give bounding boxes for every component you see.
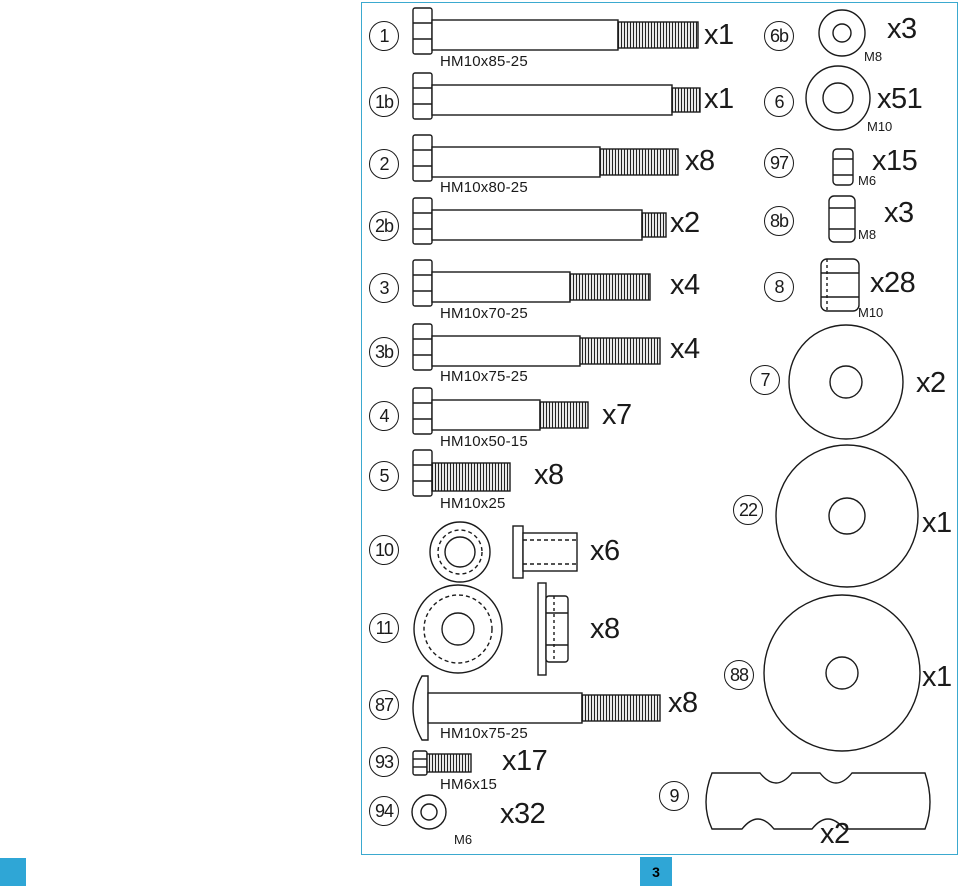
part-number-6: 6 — [764, 87, 794, 117]
size-label-6: M10 — [867, 119, 893, 134]
part-number-4: 4 — [369, 401, 399, 431]
quantity-8b: x3 — [884, 197, 914, 229]
quantity-4: x7 — [602, 399, 632, 431]
washer-11-drawing — [413, 582, 569, 676]
size-label-93: HM6x15 — [440, 776, 498, 793]
part-number-87: 87 — [369, 690, 399, 720]
bolt-3b-drawing — [412, 323, 661, 371]
corner-accent-block — [0, 858, 26, 886]
part-number-11: 11 — [369, 613, 399, 643]
part-number-3: 3 — [369, 273, 399, 303]
part-number-22: 22 — [733, 495, 763, 525]
quantity-9: x2 — [820, 818, 850, 850]
bolt-4-drawing — [412, 387, 589, 435]
washer-7-drawing — [788, 324, 904, 440]
part-number-5: 5 — [369, 461, 399, 491]
size-label-97: M6 — [858, 173, 877, 188]
quantity-5: x8 — [534, 459, 564, 491]
quantity-10: x6 — [590, 535, 620, 567]
quantity-8: x28 — [870, 267, 916, 299]
quantity-88: x1 — [922, 661, 952, 693]
part-number-8: 8 — [764, 272, 794, 302]
parts-sheet: 1 1b 2 2b 3 3b 4 5 10 11 87 93 94 6b 6 9… — [361, 2, 958, 855]
part-number-6b: 6b — [764, 21, 794, 51]
quantity-97: x15 — [872, 145, 918, 177]
washer-6b-drawing — [818, 9, 866, 57]
bolt-5-drawing — [412, 449, 511, 497]
quantity-2: x8 — [685, 145, 715, 177]
quantity-11: x8 — [590, 613, 620, 645]
quantity-94: x32 — [500, 798, 546, 830]
size-label-8: M10 — [858, 305, 884, 320]
size-label-3b: HM10x75-25 — [440, 368, 528, 385]
washer-22-drawing — [775, 444, 919, 588]
part-number-8b: 8b — [764, 206, 794, 236]
part-number-7: 7 — [750, 365, 780, 395]
size-label-8b: M8 — [858, 227, 877, 242]
bolt-93-drawing — [412, 750, 472, 776]
size-label-87: HM10x75-25 — [440, 725, 528, 742]
part-number-93: 93 — [369, 747, 399, 777]
quantity-1: x1 — [704, 19, 734, 51]
hardware-drawings — [411, 7, 931, 830]
part-number-2b: 2b — [369, 211, 399, 241]
part-number-3b: 3b — [369, 337, 399, 367]
page-number: 3 — [640, 857, 672, 886]
quantity-7: x2 — [916, 367, 946, 399]
part-number-1b: 1b — [369, 87, 399, 117]
quantity-3: x4 — [670, 269, 700, 301]
quantity-87: x8 — [668, 687, 698, 719]
washer-94-drawing — [411, 794, 447, 830]
bolt-87-drawing — [412, 675, 661, 741]
bolt-2-drawing — [412, 134, 679, 182]
nut-8b-drawing — [828, 195, 856, 243]
quantity-2b: x2 — [670, 207, 700, 239]
washer-88-drawing — [763, 594, 921, 752]
washer-6-drawing — [805, 65, 871, 131]
quantity-1b: x1 — [704, 83, 734, 115]
quantity-6: x51 — [877, 83, 923, 115]
size-label-6b: M8 — [864, 49, 883, 64]
part-number-1: 1 — [369, 21, 399, 51]
part-number-88: 88 — [724, 660, 754, 690]
part-number-94: 94 — [369, 796, 399, 826]
nut-8-drawing — [820, 258, 860, 312]
part-number-97: 97 — [764, 148, 794, 178]
size-label-94: M6 — [454, 832, 473, 847]
quantity-6b: x3 — [887, 13, 917, 45]
bolt-2b-drawing — [412, 197, 667, 245]
quantity-93: x17 — [502, 745, 548, 777]
size-label-2: HM10x80-25 — [440, 179, 528, 196]
part-number-2: 2 — [369, 149, 399, 179]
spacer-10-drawing — [429, 521, 578, 583]
part-number-9: 9 — [659, 781, 689, 811]
size-label-5: HM10x25 — [440, 495, 506, 512]
size-label-3: HM10x70-25 — [440, 305, 528, 322]
bolt-1-drawing — [412, 7, 699, 55]
bolt-3-drawing — [412, 259, 651, 307]
size-label-4: HM10x50-15 — [440, 433, 528, 450]
size-label-1: HM10x85-25 — [440, 53, 528, 70]
part-number-10: 10 — [369, 535, 399, 565]
wrench-9-drawing — [705, 772, 931, 830]
quantity-3b: x4 — [670, 333, 700, 365]
nut-97-drawing — [832, 148, 854, 186]
quantity-22: x1 — [922, 507, 952, 539]
bolt-1b-drawing — [412, 72, 701, 120]
